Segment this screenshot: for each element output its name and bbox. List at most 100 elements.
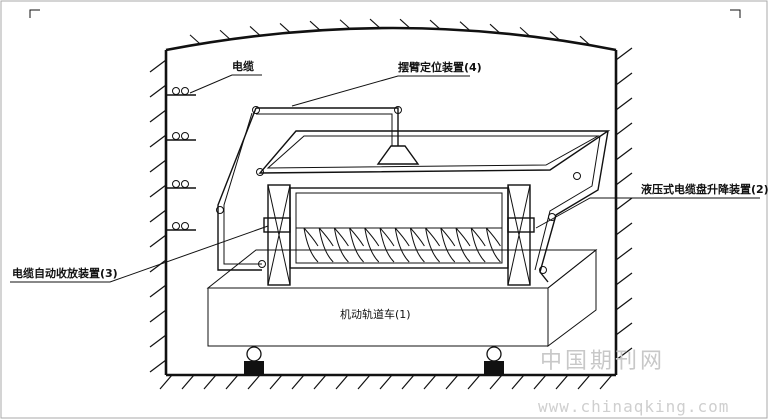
- hatch-line: [357, 374, 371, 390]
- rail-car: [206, 248, 598, 374]
- hatch-line: [379, 374, 393, 390]
- reel-left-hub: [263, 217, 291, 233]
- reel-coil: [318, 227, 334, 263]
- swing-arm-pivot: [216, 206, 224, 214]
- reel-coils: [303, 227, 501, 263]
- corner-mark-tr: [730, 9, 741, 18]
- hatch-line: [309, 20, 321, 31]
- hatch-line: [511, 374, 525, 390]
- reel-coil: [349, 227, 365, 263]
- hatch-line: [279, 23, 291, 33]
- hatch-line: [549, 31, 561, 41]
- hatch-line: [615, 47, 633, 61]
- swing-arm-positioner: [216, 106, 420, 271]
- corner-mark-tl: [29, 9, 40, 18]
- hatch-line: [149, 359, 167, 373]
- hatch-line: [149, 209, 167, 223]
- hatch-line: [519, 26, 531, 37]
- hatch-line: [149, 134, 167, 148]
- hatch-line: [225, 374, 239, 390]
- hatch-line: [159, 374, 173, 390]
- watermark-url: www.chinaqking.com: [538, 397, 729, 416]
- hatch-line: [149, 159, 167, 173]
- reel-coil: [485, 227, 501, 263]
- wheel: [486, 346, 502, 362]
- rail-car-top: [206, 249, 598, 289]
- hatch-line: [615, 172, 633, 186]
- hatch-line: [599, 374, 613, 390]
- cable-bracket: [166, 132, 196, 141]
- hatch-line: [149, 284, 167, 298]
- reel-coil: [425, 227, 441, 263]
- hatch-line: [555, 374, 569, 390]
- reel-coil: [455, 227, 471, 263]
- hatch-line: [203, 374, 217, 390]
- reel-right-hub: [507, 217, 535, 233]
- hatch-line: [445, 374, 459, 390]
- hatch-line: [423, 374, 437, 390]
- hatch-line: [615, 197, 633, 211]
- hatch-line: [615, 272, 633, 286]
- hatch-line: [181, 374, 195, 390]
- reel-coil: [409, 227, 425, 263]
- hatch-line: [615, 147, 633, 161]
- floor-hatching: [159, 374, 613, 390]
- leader-cable: [189, 74, 262, 94]
- label-swing-arm-positioner: 摆臂定位装置(4): [398, 60, 482, 74]
- label-cable: 电缆: [232, 59, 254, 73]
- leader-swing-arm: [291, 75, 470, 107]
- hatch-line: [369, 18, 381, 29]
- swing-arm-beam: [256, 107, 399, 146]
- left-wall-hatching: [149, 59, 167, 373]
- cable-bracket: [166, 180, 196, 189]
- hatch-line: [149, 259, 167, 273]
- tunnel-arch: [165, 26, 617, 52]
- hatch-line: [579, 35, 591, 46]
- hatch-line: [615, 247, 633, 261]
- hatch-line: [335, 374, 349, 390]
- lift-pivot: [256, 168, 264, 176]
- right-lift-arm: [539, 130, 609, 283]
- hatch-line: [459, 21, 471, 32]
- hatch-line: [489, 23, 501, 34]
- hatch-line: [149, 334, 167, 348]
- hatch-line: [149, 109, 167, 123]
- hatch-line: [577, 374, 591, 390]
- hydraulic-lift-frame: [258, 130, 611, 283]
- hatch-line: [249, 26, 261, 36]
- tunnel-structure: [149, 18, 633, 390]
- hatch-line: [399, 18, 411, 29]
- lift-pivot: [258, 260, 266, 268]
- rail-block: [484, 361, 504, 374]
- hatch-line: [467, 374, 481, 390]
- hatch-line: [429, 19, 441, 30]
- cable-bracket: [166, 87, 196, 96]
- swing-arm-left: [217, 107, 262, 271]
- hatch-line: [313, 374, 327, 390]
- hatch-line: [149, 234, 167, 248]
- hatch-line: [149, 84, 167, 98]
- hatch-line: [149, 309, 167, 323]
- right-arm-pivot: [573, 172, 581, 180]
- hatch-line: [269, 374, 283, 390]
- hatch-line: [615, 72, 633, 86]
- lift-frame-inner: [266, 135, 600, 169]
- hatch-line: [401, 374, 415, 390]
- hatch-line: [615, 122, 633, 136]
- label-cable-auto-reel: 电缆自动收放装置(3): [12, 266, 118, 280]
- hatch-line: [247, 374, 261, 390]
- swing-arm-pivot: [394, 106, 402, 114]
- hatch-line: [615, 297, 633, 311]
- reel-coil: [470, 227, 486, 263]
- cable-brackets: [166, 87, 196, 231]
- hatch-line: [189, 34, 201, 45]
- leader-cable-auto-reel: [10, 225, 269, 283]
- cable-bracket: [166, 222, 196, 231]
- reel-coil: [394, 227, 410, 263]
- right-wall-hatching: [615, 47, 633, 361]
- hatch-line: [615, 222, 633, 236]
- rail-block: [244, 361, 264, 374]
- rail-car-side: [547, 248, 597, 347]
- cable-reel: [263, 184, 535, 286]
